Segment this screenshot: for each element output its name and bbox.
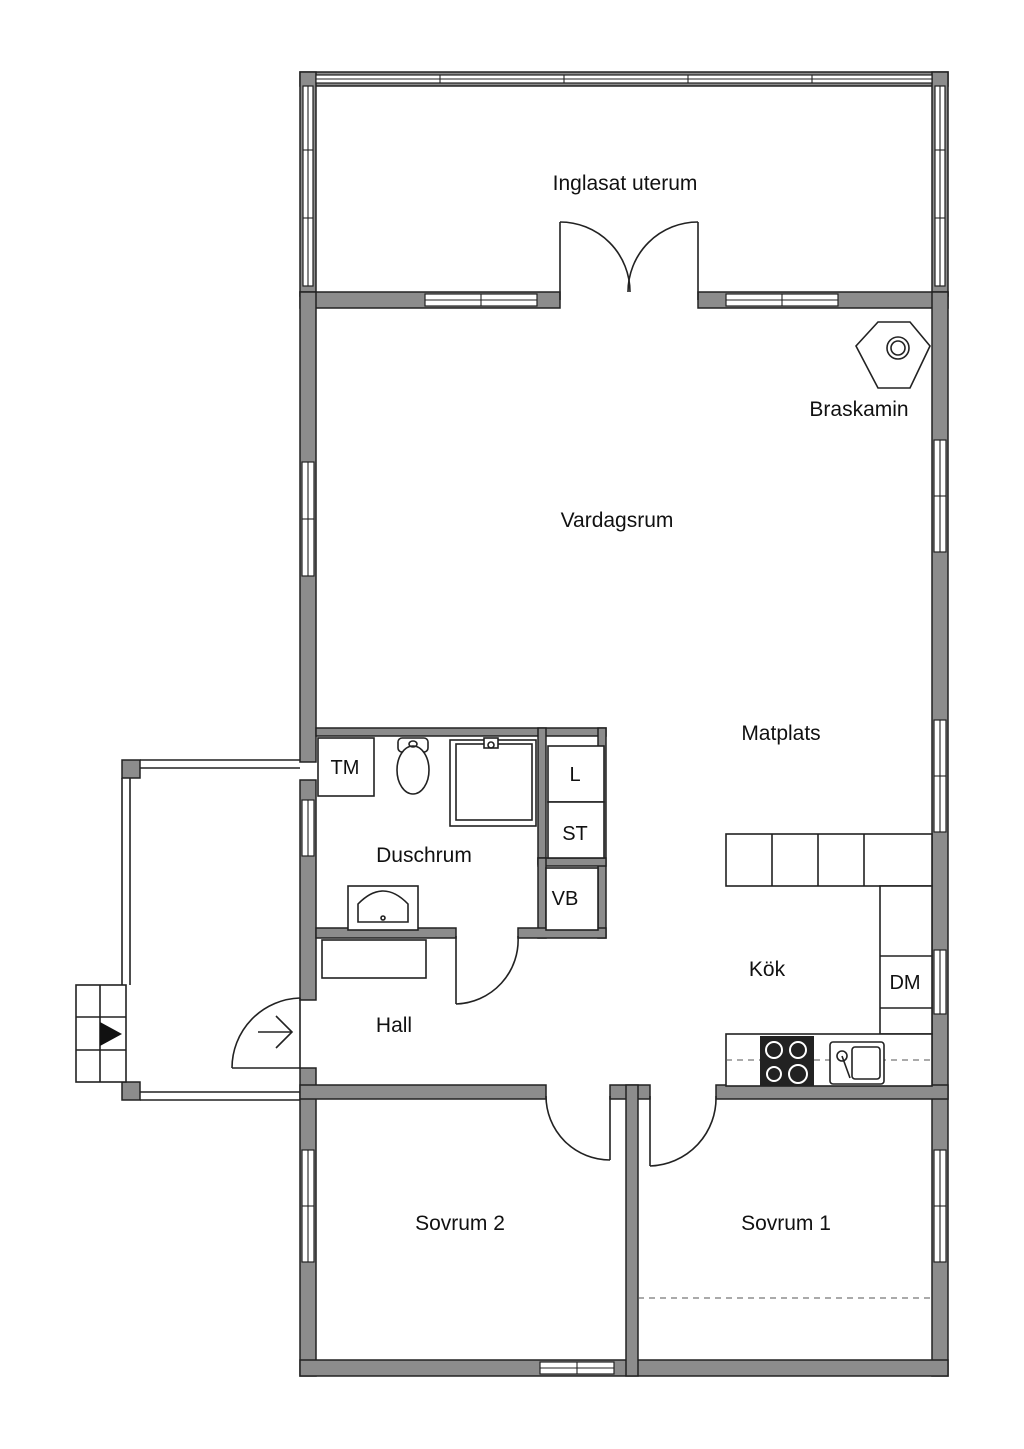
label-hall: Hall [376, 1014, 412, 1037]
stove-icon [760, 1036, 814, 1086]
bathroom-door [455, 935, 519, 1005]
sunroom-double-door [559, 221, 699, 300]
label-duschrum: Duschrum [376, 844, 472, 867]
windows [301, 74, 947, 1375]
front-door [231, 997, 301, 1069]
fireplace-icon [855, 321, 931, 389]
entrance-porch [75, 759, 300, 1101]
label-vardagsrum: Vardagsrum [561, 509, 674, 532]
room-labels: Inglasat uterum Braskamin Vardagsrum Mat… [331, 172, 921, 1235]
kitchen-counter-bottom [725, 1033, 933, 1087]
storage-closets [317, 737, 605, 931]
label-matplats: Matplats [741, 722, 820, 745]
bedroom-2-door [545, 1095, 611, 1161]
hall-cabinet [321, 939, 427, 979]
shower-icon [449, 737, 537, 827]
label-dm: DM [889, 972, 920, 994]
sink-icon [347, 885, 419, 931]
outer-walls [299, 71, 949, 1377]
bedroom-1-door [649, 1095, 717, 1167]
toilet-icon [396, 737, 430, 795]
kitchen-counter-top [725, 833, 933, 887]
label-sovrum1: Sovrum 1 [741, 1212, 831, 1235]
label-uterum: Inglasat uterum [553, 172, 698, 195]
label-l: L [569, 764, 580, 786]
label-vb: VB [552, 888, 579, 910]
label-st: ST [562, 823, 588, 845]
kitchen-counter-side [879, 885, 933, 1035]
label-tm: TM [331, 757, 360, 779]
kitchen-sink-icon [829, 1041, 885, 1085]
label-sovrum2: Sovrum 2 [415, 1212, 505, 1235]
label-kok: Kök [749, 958, 786, 981]
label-braskamin: Braskamin [809, 398, 908, 421]
